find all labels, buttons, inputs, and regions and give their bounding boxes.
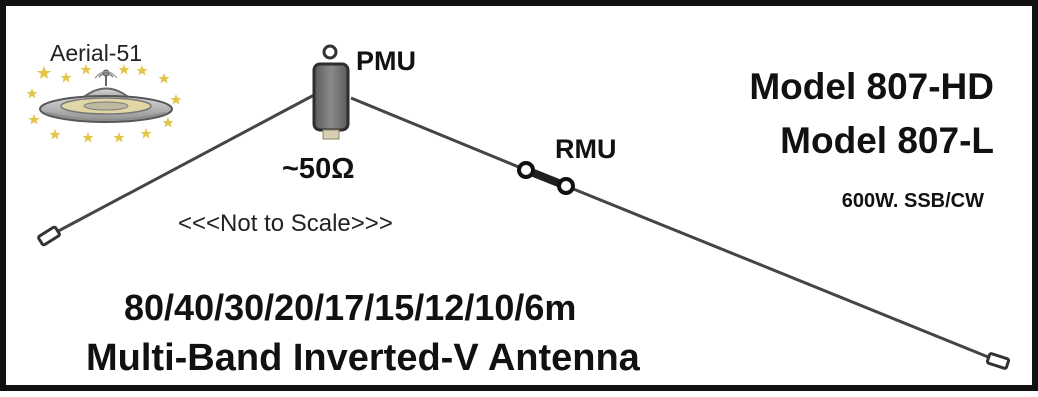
power-rating-label: 600W. SSB/CW — [841, 190, 984, 212]
pmu-body — [312, 62, 350, 132]
right-antenna-wire-upper — [350, 96, 527, 172]
flying-saucer-icon — [26, 64, 182, 143]
model-807-l-label: Model 807-L — [780, 120, 994, 161]
diagram-title: Multi-Band Inverted-V Antenna — [86, 337, 640, 379]
rmu-left-terminal — [517, 161, 535, 179]
rmu-right-terminal — [557, 177, 575, 195]
scale-note: <<<Not to Scale>>> — [178, 210, 393, 237]
logo-text: Aerial-51 — [50, 40, 143, 66]
right-antenna-wire-lower — [565, 184, 999, 363]
pmu-top-ring — [322, 44, 338, 60]
pmu-connector — [322, 129, 340, 140]
right-end-insulator-icon — [985, 352, 1011, 370]
model-807-hd-label: Model 807-HD — [749, 66, 994, 107]
rmu-label: RMU — [555, 134, 617, 164]
left-antenna-wire — [48, 92, 317, 238]
impedance-label: ~50Ω — [282, 153, 355, 185]
pmu-label: PMU — [356, 46, 416, 76]
antenna-diagram — [26, 44, 1011, 370]
left-end-insulator-icon — [37, 225, 61, 247]
band-list: 80/40/30/20/17/15/12/10/6m — [124, 287, 577, 328]
